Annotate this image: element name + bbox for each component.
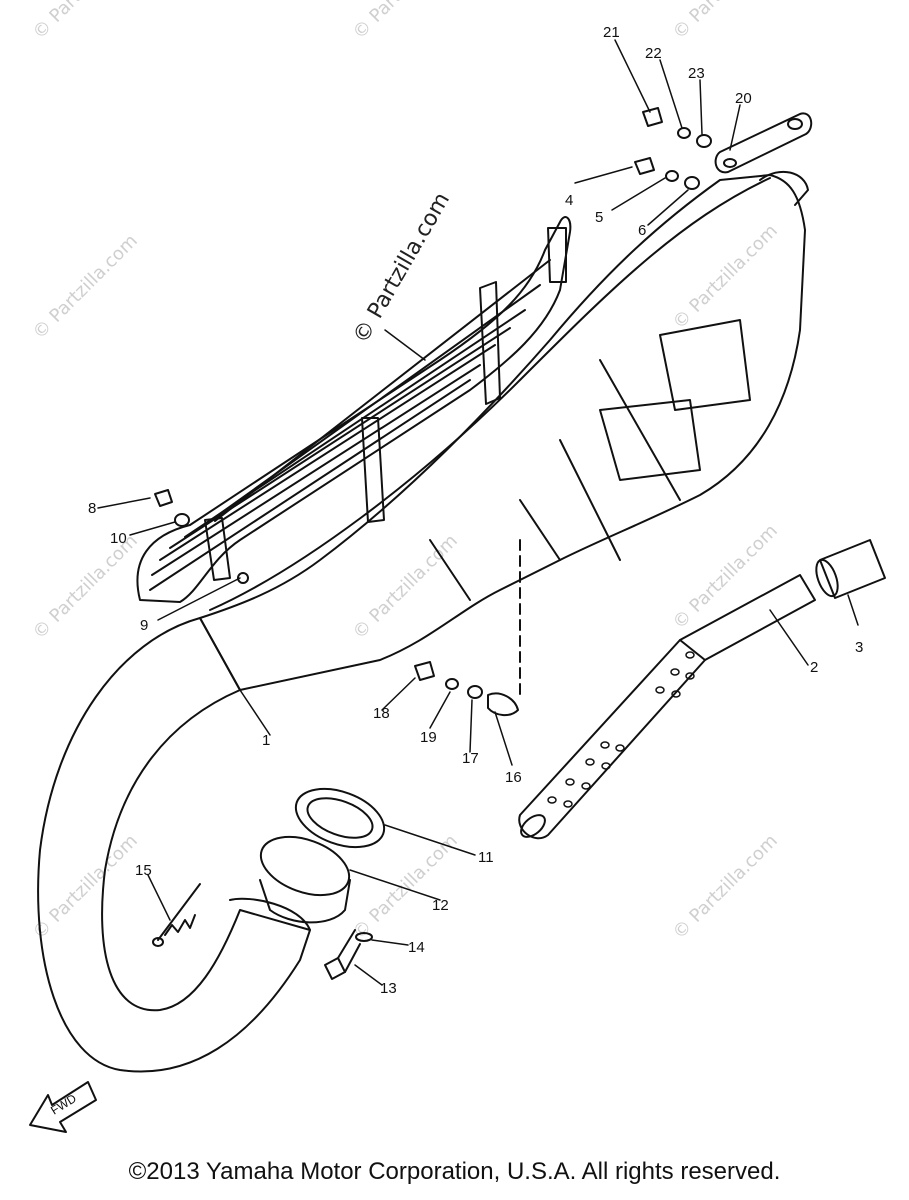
watermark-tile: © Partzilla.com — [29, 0, 142, 44]
callout-23: 23 — [688, 65, 705, 82]
callout-9: 9 — [140, 617, 148, 634]
callout-8: 8 — [88, 500, 96, 517]
watermark-tile: © Partzilla.com — [29, 830, 142, 943]
watermark-tile: © Partzilla.com — [349, 830, 462, 943]
copyright-notice: ©2013 Yamaha Motor Corporation, U.S.A. A… — [128, 1158, 781, 1185]
watermark-tiles: © Partzilla.com © Partzilla.com © Partzi… — [29, 0, 782, 944]
callout-15: 15 — [135, 862, 152, 879]
callout-16: 16 — [505, 769, 522, 786]
callouts: 1 2 3 4 5 6 8 9 10 11 12 13 14 15 16 17 … — [88, 24, 863, 997]
leader-lines — [97, 39, 859, 986]
watermark-tile: © Partzilla.com — [29, 530, 142, 643]
callout-20: 20 — [735, 90, 752, 107]
upper-mounting-hardware — [634, 107, 813, 190]
forward-arrow-icon: FWD — [29, 1081, 97, 1133]
callout-4: 4 — [565, 192, 573, 209]
sleeve — [815, 539, 886, 599]
center-watermark: © Partzilla.com — [349, 188, 456, 348]
callout-19: 19 — [420, 729, 437, 746]
watermark-tile: © Partzilla.com — [29, 230, 142, 343]
watermark-tile: © Partzilla.com — [349, 530, 462, 643]
flange-bolt — [324, 929, 361, 980]
callout-11: 11 — [478, 849, 494, 866]
callout-1: 1 — [262, 732, 270, 749]
gasket-inner — [306, 797, 374, 839]
spring — [152, 883, 201, 947]
watermark-tile: © Partzilla.com — [669, 830, 782, 943]
callout-14: 14 — [408, 939, 425, 956]
heat-guard — [136, 216, 572, 603]
callout-18: 18 — [373, 705, 390, 722]
callout-3: 3 — [855, 639, 863, 656]
middle-mounting-hardware — [414, 661, 519, 716]
exhaust-flange — [259, 835, 351, 924]
left-mounting-hardware — [154, 489, 249, 584]
watermark-tile: © Partzilla.com — [669, 220, 782, 333]
watermark-tile: © Partzilla.com — [349, 0, 462, 44]
watermark-tile: © Partzilla.com — [669, 0, 782, 44]
callout-5: 5 — [595, 209, 603, 226]
callout-21: 21 — [603, 24, 620, 41]
callout-22: 22 — [645, 45, 662, 62]
callout-13: 13 — [380, 980, 397, 997]
callout-6: 6 — [638, 222, 646, 239]
callout-12: 12 — [432, 897, 449, 914]
gasket — [294, 787, 386, 849]
lock-washer — [355, 932, 373, 942]
callout-17: 17 — [462, 750, 479, 767]
callout-10: 10 — [110, 530, 127, 547]
silencer-insert — [518, 574, 816, 840]
callout-2: 2 — [810, 659, 818, 676]
